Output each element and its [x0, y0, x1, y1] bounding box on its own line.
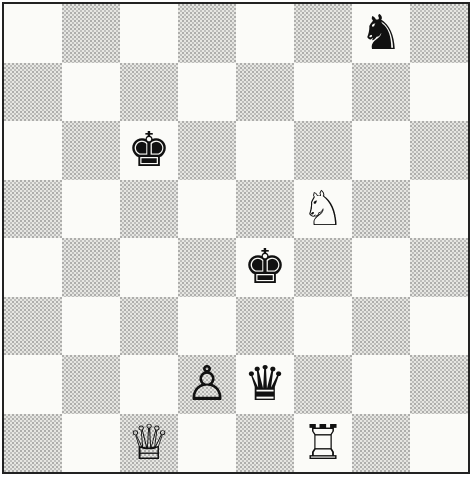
square-h6[interactable] — [410, 121, 468, 180]
square-e3[interactable] — [236, 297, 294, 356]
square-b3[interactable] — [62, 297, 120, 356]
square-d7[interactable] — [178, 63, 236, 122]
square-a1[interactable] — [4, 414, 62, 473]
black-knight-g8-icon[interactable]: ♞ — [352, 4, 410, 63]
square-c2[interactable] — [120, 355, 178, 414]
square-g1[interactable] — [352, 414, 410, 473]
square-c5[interactable] — [120, 180, 178, 239]
square-e5[interactable] — [236, 180, 294, 239]
square-e8[interactable] — [236, 4, 294, 63]
square-d3[interactable] — [178, 297, 236, 356]
square-g6[interactable] — [352, 121, 410, 180]
square-g3[interactable] — [352, 297, 410, 356]
square-f7[interactable] — [294, 63, 352, 122]
square-b7[interactable] — [62, 63, 120, 122]
white-rook-f1-icon[interactable]: ♖ — [294, 414, 352, 473]
square-d6[interactable] — [178, 121, 236, 180]
square-h7[interactable] — [410, 63, 468, 122]
square-d8[interactable] — [178, 4, 236, 63]
square-g4[interactable] — [352, 238, 410, 297]
square-c8[interactable] — [120, 4, 178, 63]
square-b6[interactable] — [62, 121, 120, 180]
square-e7[interactable] — [236, 63, 294, 122]
white-pawn-d2-icon[interactable]: ♙ — [178, 355, 236, 414]
square-d5[interactable] — [178, 180, 236, 239]
square-h1[interactable] — [410, 414, 468, 473]
black-king-e4-icon[interactable]: ♚ — [236, 238, 294, 297]
square-f3[interactable] — [294, 297, 352, 356]
chess-board-frame: ♞♚♘♚♙♛♕♖ — [2, 2, 470, 474]
square-g2[interactable] — [352, 355, 410, 414]
square-a8[interactable] — [4, 4, 62, 63]
black-queen-e2-icon[interactable]: ♛ — [236, 355, 294, 414]
square-a6[interactable] — [4, 121, 62, 180]
square-f4[interactable] — [294, 238, 352, 297]
square-h5[interactable] — [410, 180, 468, 239]
square-c3[interactable] — [120, 297, 178, 356]
square-b8[interactable] — [62, 4, 120, 63]
square-b2[interactable] — [62, 355, 120, 414]
square-d1[interactable] — [178, 414, 236, 473]
square-f8[interactable] — [294, 4, 352, 63]
black-king-c6-icon[interactable]: ♚ — [120, 121, 178, 180]
square-h2[interactable] — [410, 355, 468, 414]
square-b1[interactable] — [62, 414, 120, 473]
square-f6[interactable] — [294, 121, 352, 180]
square-d4[interactable] — [178, 238, 236, 297]
chess-board: ♞♚♘♚♙♛♕♖ — [4, 4, 468, 472]
square-a3[interactable] — [4, 297, 62, 356]
square-e1[interactable] — [236, 414, 294, 473]
square-a2[interactable] — [4, 355, 62, 414]
square-a5[interactable] — [4, 180, 62, 239]
white-queen-c1-icon[interactable]: ♕ — [120, 414, 178, 473]
square-b5[interactable] — [62, 180, 120, 239]
square-h3[interactable] — [410, 297, 468, 356]
square-h4[interactable] — [410, 238, 468, 297]
square-a4[interactable] — [4, 238, 62, 297]
square-a7[interactable] — [4, 63, 62, 122]
square-b4[interactable] — [62, 238, 120, 297]
square-c4[interactable] — [120, 238, 178, 297]
square-h8[interactable] — [410, 4, 468, 63]
square-g7[interactable] — [352, 63, 410, 122]
square-f2[interactable] — [294, 355, 352, 414]
white-knight-f5-icon[interactable]: ♘ — [294, 180, 352, 239]
square-c7[interactable] — [120, 63, 178, 122]
square-g5[interactable] — [352, 180, 410, 239]
square-e6[interactable] — [236, 121, 294, 180]
